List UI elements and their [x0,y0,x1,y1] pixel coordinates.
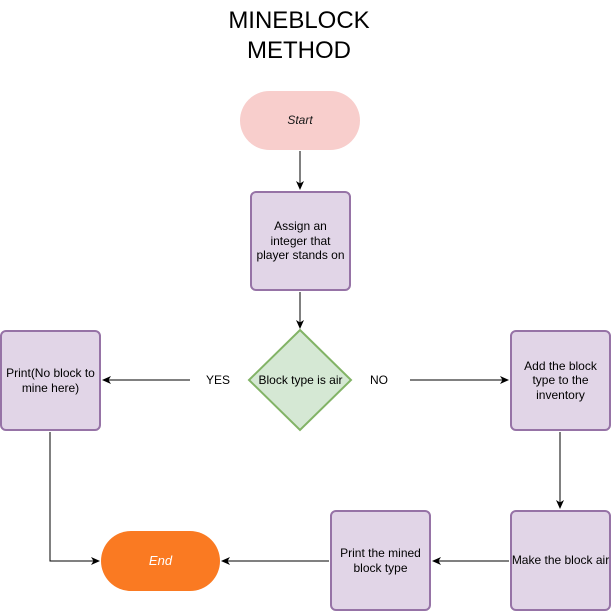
start-terminal: Start [240,91,360,150]
diagram-title: MINEBLOCK METHOD [176,6,422,66]
add-to-inventory-process: Add the block type to the inventory [510,330,611,431]
end-label: End [148,552,173,568]
decision-label: Block type is air [258,373,343,387]
assign-integer-label: Assign an integer that player stands on [256,219,345,263]
print-mined-block-label: Print the mined block type [340,546,421,575]
start-label: Start [287,113,313,128]
make-block-air-label: Make the block air [511,553,610,568]
add-to-inventory-label: Add the block type to the inventory [524,358,597,402]
print-no-block-process: Print(No block to mine here) [0,330,101,431]
decision-diamond [247,328,353,432]
edge-label-no: NO [370,373,388,387]
end-terminal: End [101,531,220,591]
print-no-block-label: Print(No block to mine here) [6,366,95,395]
diagram-title-line-2: METHOD [247,37,351,64]
edge-print-none-to-end [49,432,100,565]
diagram-title-line-1: MINEBLOCK [228,7,370,34]
print-mined-block-process: Print the mined block type [330,510,431,611]
make-block-air-process: Make the block air [510,510,611,611]
assign-integer-process: Assign an integer that player stands on [250,191,351,291]
edge-label-yes: YES [206,373,231,387]
